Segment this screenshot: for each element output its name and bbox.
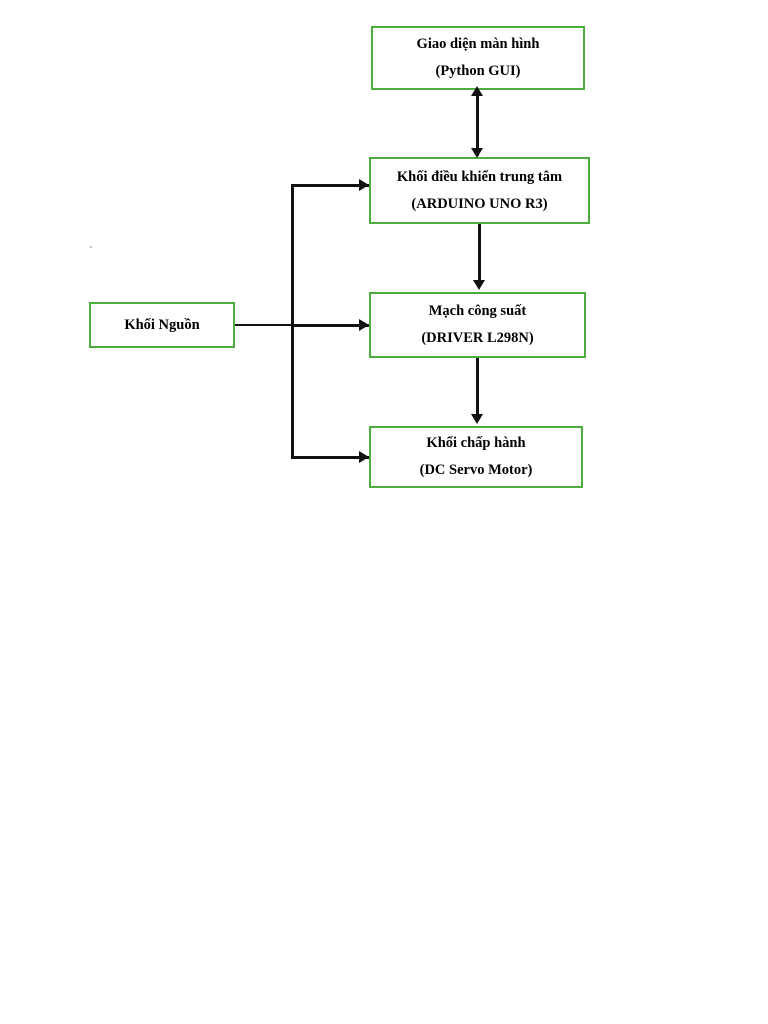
connector-controller-gui-line (476, 92, 479, 156)
block-power-supply[interactable]: Khối Nguồn (89, 302, 235, 348)
connector-power-to-driver-arrowhead (359, 319, 369, 331)
block-power-circuit-title: Mạch công suất (428, 303, 527, 320)
block-power-supply-title: Khối Nguồn (124, 316, 200, 333)
connector-power-to-controller-arrowhead (359, 179, 369, 191)
block-power-circuit[interactable]: Mạch công suất (DRIVER L298N) (369, 292, 586, 358)
block-controller-title: Khối điều khiển trung tâm (396, 168, 563, 185)
block-gui-subtitle: (Python GUI) (435, 63, 521, 79)
connector-power-to-actuator-line (291, 456, 369, 459)
block-gui[interactable]: Giao diện màn hình (Python GUI) (371, 26, 585, 90)
block-actuator-subtitle: (DC Servo Motor) (419, 462, 533, 478)
block-actuator-title: Khối chấp hành (426, 435, 526, 452)
block-controller[interactable]: Khối điều khiển trung tâm (ARDUINO UNO R… (369, 157, 590, 224)
connector-controller-gui-arrowhead-down (471, 148, 483, 158)
connector-driver-actuator-line (476, 358, 479, 418)
block-power-circuit-subtitle: (DRIVER L298N) (421, 330, 534, 346)
connector-controller-driver-arrowhead (473, 280, 485, 290)
stray-accent-mark: ` (89, 245, 93, 257)
connector-power-to-actuator-arrowhead (359, 451, 369, 463)
connector-power-to-controller-line (291, 184, 369, 187)
connector-controller-driver-line (478, 224, 481, 284)
block-gui-title: Giao diện màn hình (416, 36, 540, 53)
connector-driver-actuator-arrowhead (471, 414, 483, 424)
connector-controller-gui-arrowhead-up (471, 86, 483, 96)
connector-power-bus-vertical (291, 184, 294, 459)
block-actuator[interactable]: Khối chấp hành (DC Servo Motor) (369, 426, 583, 488)
connector-power-to-driver-line (291, 324, 369, 327)
block-controller-subtitle: (ARDUINO UNO R3) (411, 195, 548, 212)
